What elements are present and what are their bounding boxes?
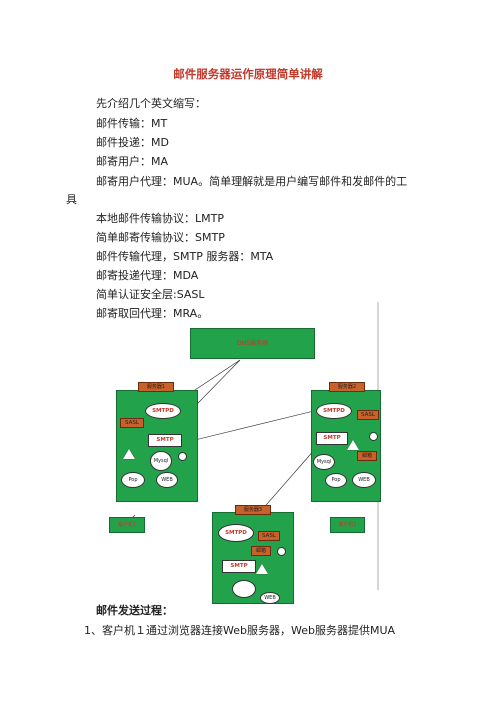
term-line: 邮件投递：MD (96, 136, 169, 149)
right-smtpd: SMTPD (316, 403, 352, 419)
right-mysql: Mysql (313, 454, 335, 470)
left-mysql: Mysql (150, 451, 172, 471)
bottom-smtp: SMTP (222, 560, 256, 573)
term-line: 邮件传输：MT (96, 117, 168, 130)
right-mailbox: 邮箱 (357, 451, 377, 461)
term-line: 邮寄取回代理：MRA。 (96, 307, 209, 320)
right-pop: Pop (325, 473, 347, 488)
right-smtp: SMTP (316, 432, 348, 445)
left-smtpd: SMTPD (145, 403, 181, 419)
left-sasl: SASL (120, 418, 144, 428)
step-1: 1、客户机１通过浏览器连接Web服务器，Web服务器提供MUA (84, 624, 396, 637)
bottom-triangle-icon (256, 564, 268, 574)
right-sasl: SASL (357, 410, 379, 420)
right-triangle-icon (347, 440, 359, 450)
term-line: 本地邮件传输协议：LMTP (96, 212, 224, 225)
bottom-web: WEB (260, 592, 280, 604)
left-circle-icon (178, 452, 187, 461)
bottom-mailbox: 邮箱 (251, 546, 271, 556)
intro-text: 先介绍几个英文缩写： (96, 97, 206, 110)
term-line: 邮寄投递代理：MDA (96, 269, 199, 282)
left-triangle-icon (123, 449, 135, 459)
term-line: 邮寄用户代理：MUA。简单理解就是用户编写邮件和发邮件的工 (96, 175, 408, 188)
term-line: 邮件传输代理，SMTP 服务器：MTA (96, 250, 274, 263)
term-line: 简单邮寄传输协议：SMTP (96, 231, 225, 244)
bottom-sasl: SASL (258, 531, 280, 541)
left-smtp: SMTP (148, 434, 182, 447)
bottom-blob-icon (232, 580, 256, 598)
right-server-tag: 服务器2 (329, 382, 365, 392)
client-right: 客户机2 (330, 517, 365, 533)
bottom-circle-icon (277, 547, 286, 556)
term-line: 具 (66, 193, 77, 206)
right-web: WEB (352, 472, 376, 488)
section-heading: 邮件发送过程： (96, 604, 173, 617)
left-web: WEB (156, 472, 178, 488)
left-server-tag: 服务器1 (138, 382, 174, 392)
right-circle-icon (369, 432, 378, 441)
dns-label: DNS服务器 (237, 340, 268, 347)
client-left: 客户机1 (109, 517, 145, 533)
term-line: 邮寄用户：MA (96, 155, 169, 168)
term-line: 简单认证安全层:SASL (96, 288, 205, 301)
dns-server-box: DNS服务器 (190, 328, 315, 359)
bottom-server-tag: 服务器3 (235, 505, 271, 515)
bottom-smtpd: SMTPD (218, 524, 254, 542)
page-title: 邮件服务器运作原理简单讲解 (173, 67, 323, 81)
left-pop: Pop (121, 472, 145, 488)
